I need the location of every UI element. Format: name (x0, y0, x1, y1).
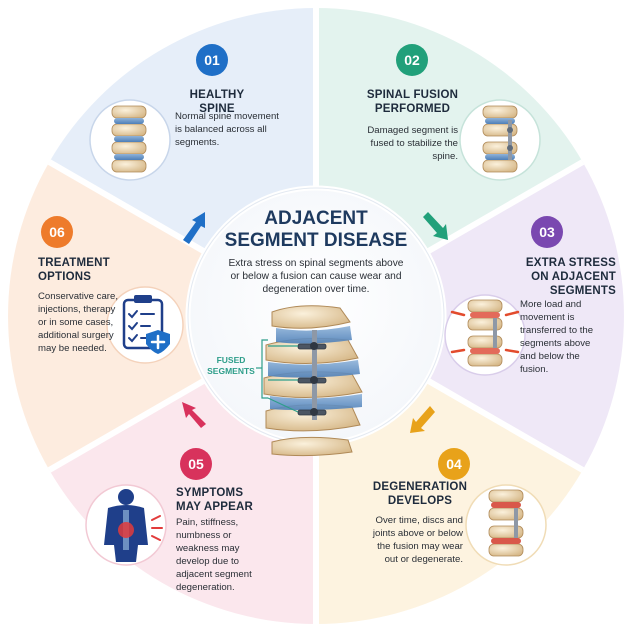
step-6-description: Conservative care, injections, therapy o… (38, 290, 118, 355)
svg-text:05: 05 (188, 456, 204, 472)
step-5-description: Pain, stiffness, numbness or weakness ma… (176, 516, 268, 594)
step-5-title: SYMPTOMS MAY APPEAR (176, 486, 276, 514)
svg-text:02: 02 (404, 52, 420, 68)
svg-text:03: 03 (539, 224, 555, 240)
treatment-clipboard-icon (107, 287, 183, 363)
main-title: ADJACENT SEGMENT DISEASE (216, 208, 416, 252)
main-description: Extra stress on spinal segments above or… (226, 257, 406, 296)
step-3-title: EXTRA STRESS ON ADJACENT SEGMENTS (476, 256, 616, 298)
step-1-description: Normal spine movement is balanced across… (175, 110, 285, 149)
badge-04: 04 (438, 448, 470, 480)
svg-text:04: 04 (446, 456, 462, 472)
step-3-title-line-3: SEGMENTS (476, 284, 616, 298)
main-title-line-2: SEGMENT DISEASE (216, 230, 416, 252)
step-3-description: More load and movement is transferred to… (520, 298, 608, 376)
step-2-description: Damaged segment is fused to stabilize th… (358, 124, 458, 163)
stressed-spine-icon (445, 295, 525, 375)
svg-text:01: 01 (204, 52, 220, 68)
step-4-description: Over time, discs and joints above or bel… (368, 514, 463, 566)
main-title-line-1: ADJACENT (216, 208, 416, 230)
step-2-title: SPINAL FUSION PERFORMED (360, 88, 465, 116)
badge-05: 05 (180, 448, 212, 480)
fused-segments-label: FUSED SEGMENTS (206, 355, 256, 377)
badge-02: 02 (396, 44, 428, 76)
human-body-pain-icon (86, 485, 166, 565)
spine-icon (90, 100, 170, 180)
badge-03: 03 (531, 216, 563, 248)
svg-text:06: 06 (49, 224, 65, 240)
degenerated-spine-icon (466, 485, 546, 565)
fused-spine-icon (460, 100, 540, 180)
badge-01: 01 (196, 44, 228, 76)
step-6-title: TREATMENT OPTIONS (38, 256, 118, 284)
badge-06: 06 (41, 216, 73, 248)
step-4-title: DEGENERATION DEVELOPS (370, 480, 470, 508)
